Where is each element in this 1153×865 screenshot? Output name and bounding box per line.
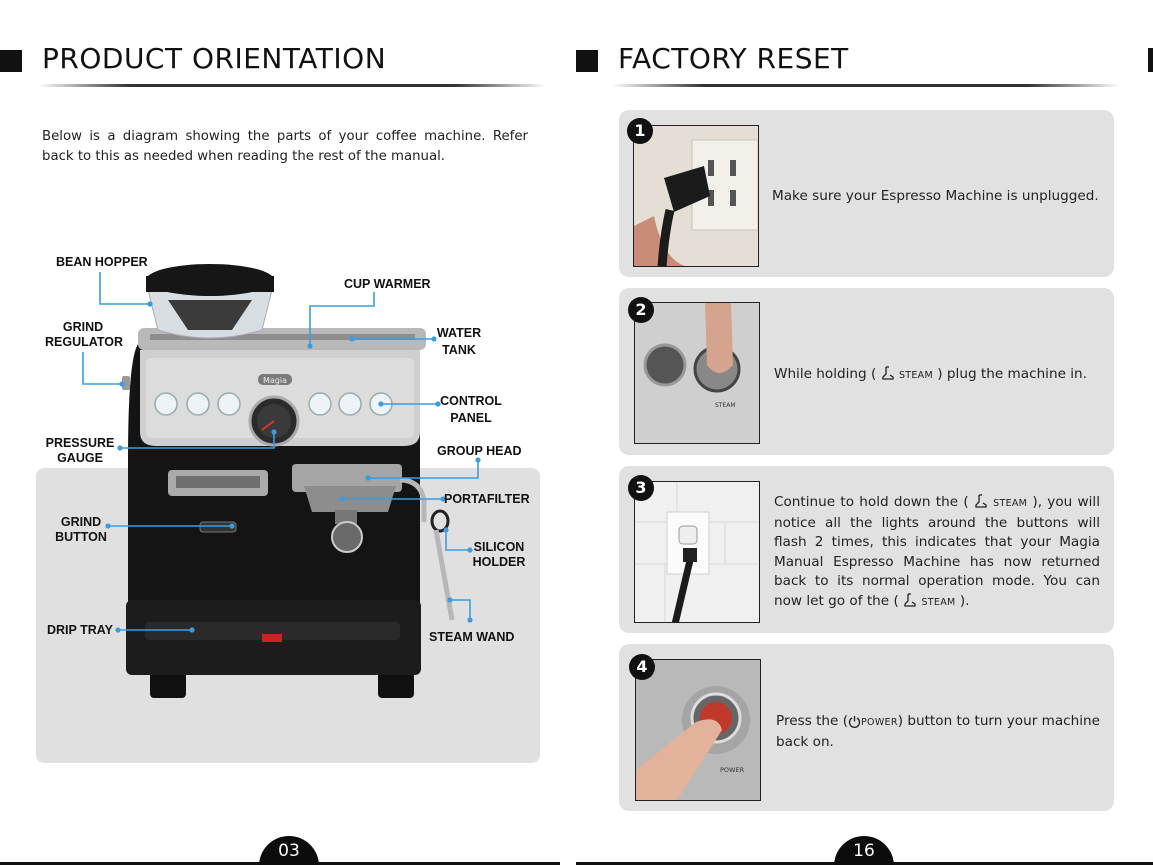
label-water-tank-line1: WATER <box>436 326 482 340</box>
step-number-3: 3 <box>628 475 654 501</box>
label-pressure-gauge: PRESSURE GAUGE <box>45 436 115 466</box>
step-4-text-before: Press the ( <box>776 713 849 729</box>
plug-outlet-illustration <box>634 126 758 266</box>
power-button-press-illustration: POWER <box>636 660 760 800</box>
label-cup-warmer: CUP WARMER <box>344 277 431 291</box>
step-3-text-a: Continue to hold down the ( <box>774 494 969 510</box>
step-4-text: Press the ( POWER) button to turn your ma… <box>776 712 1106 752</box>
step-3-text: Continue to hold down the ( STEAM ), you… <box>774 493 1100 612</box>
wall-outlet-illustration <box>635 482 759 622</box>
label-grind-button-line2: BUTTON <box>55 530 107 544</box>
step-3-text-c: ). <box>959 592 970 609</box>
title-divider <box>612 84 1120 87</box>
section-title-factory-reset: FACTORY RESET <box>618 42 849 75</box>
label-portafilter: PORTAFILTER <box>444 492 530 506</box>
step-4-photo: POWER <box>635 659 761 801</box>
power-icon <box>848 716 861 728</box>
label-control-panel: CONTROL PANEL <box>440 394 502 426</box>
label-grind-regulator: GRIND REGULATOR <box>45 320 124 350</box>
title-divider <box>38 84 546 87</box>
label-drip-tray: DRIP TRAY <box>47 623 113 637</box>
steam-wand-icon <box>975 494 987 508</box>
label-grind-button: GRIND BUTTON <box>54 515 108 545</box>
leader-lines <box>82 272 481 633</box>
machine-brand-logo: Magia <box>263 376 287 385</box>
label-pressure-gauge-line2: GAUGE <box>57 451 103 465</box>
step-number-4: 4 <box>629 654 655 680</box>
intro-paragraph: Below is a diagram showing the parts of … <box>42 129 528 164</box>
label-pressure-gauge-line1: PRESSURE <box>45 436 115 450</box>
steam-button-press-illustration: STEAM <box>635 303 759 443</box>
photo-power-label: POWER <box>720 766 745 774</box>
label-control-panel-line2: PANEL <box>450 411 492 425</box>
label-water-tank: WATER TANK <box>434 326 484 358</box>
step-2-text: While holding ( STEAM ) plug the machine… <box>774 365 1104 386</box>
steam-button-label: STEAM <box>993 498 1028 509</box>
step-4-text-after: ) button to turn your machine back on. <box>776 713 1101 750</box>
label-water-tank-line2: TANK <box>442 343 476 357</box>
step-2-text-before: While holding ( <box>774 366 877 382</box>
steam-wand-icon <box>881 366 894 380</box>
steam-wand-icon <box>904 592 916 607</box>
step-number-1: 1 <box>627 118 653 144</box>
section-marker-square <box>576 50 598 72</box>
steam-button-label: STEAM <box>921 596 956 608</box>
label-bean-hopper: BEAN HOPPER <box>56 255 148 269</box>
label-silicon-holder: SILICON HOLDER <box>472 540 526 570</box>
label-grind-button-line1: GRIND <box>60 515 102 529</box>
step-1-photo <box>633 125 759 267</box>
step-3-text-b: ), you will notice all the lights around… <box>774 494 1100 609</box>
page-edge-marker <box>1148 48 1153 72</box>
label-silicon-holder-line1: SILICON <box>473 540 525 554</box>
section-title-product-orientation: PRODUCT ORIENTATION <box>42 42 387 75</box>
label-silicon-holder-line2: HOLDER <box>472 555 526 569</box>
label-group-head: GROUP HEAD <box>437 444 522 458</box>
page-number-right: 16 <box>834 836 894 865</box>
label-control-panel-line1: CONTROL <box>440 394 502 408</box>
page-number-left: 03 <box>259 836 319 865</box>
steam-button-label: STEAM <box>898 370 933 381</box>
section-marker-square <box>0 50 22 72</box>
step-2-photo: STEAM <box>634 302 760 444</box>
step-1-text: Make sure your Espresso Machine is unplu… <box>772 188 1099 204</box>
label-steam-wand: STEAM WAND <box>429 630 515 644</box>
label-grind-regulator-line2: REGULATOR <box>45 335 124 349</box>
photo-steam-label: STEAM <box>715 402 736 409</box>
step-3-photo <box>634 481 760 623</box>
power-button-label: POWER <box>861 717 898 728</box>
step-2-text-after: ) plug the machine in. <box>937 366 1087 382</box>
coffee-machine-illustration: Magia <box>122 264 455 698</box>
label-grind-regulator-line1: GRIND <box>62 320 104 334</box>
step-number-2: 2 <box>628 297 654 323</box>
